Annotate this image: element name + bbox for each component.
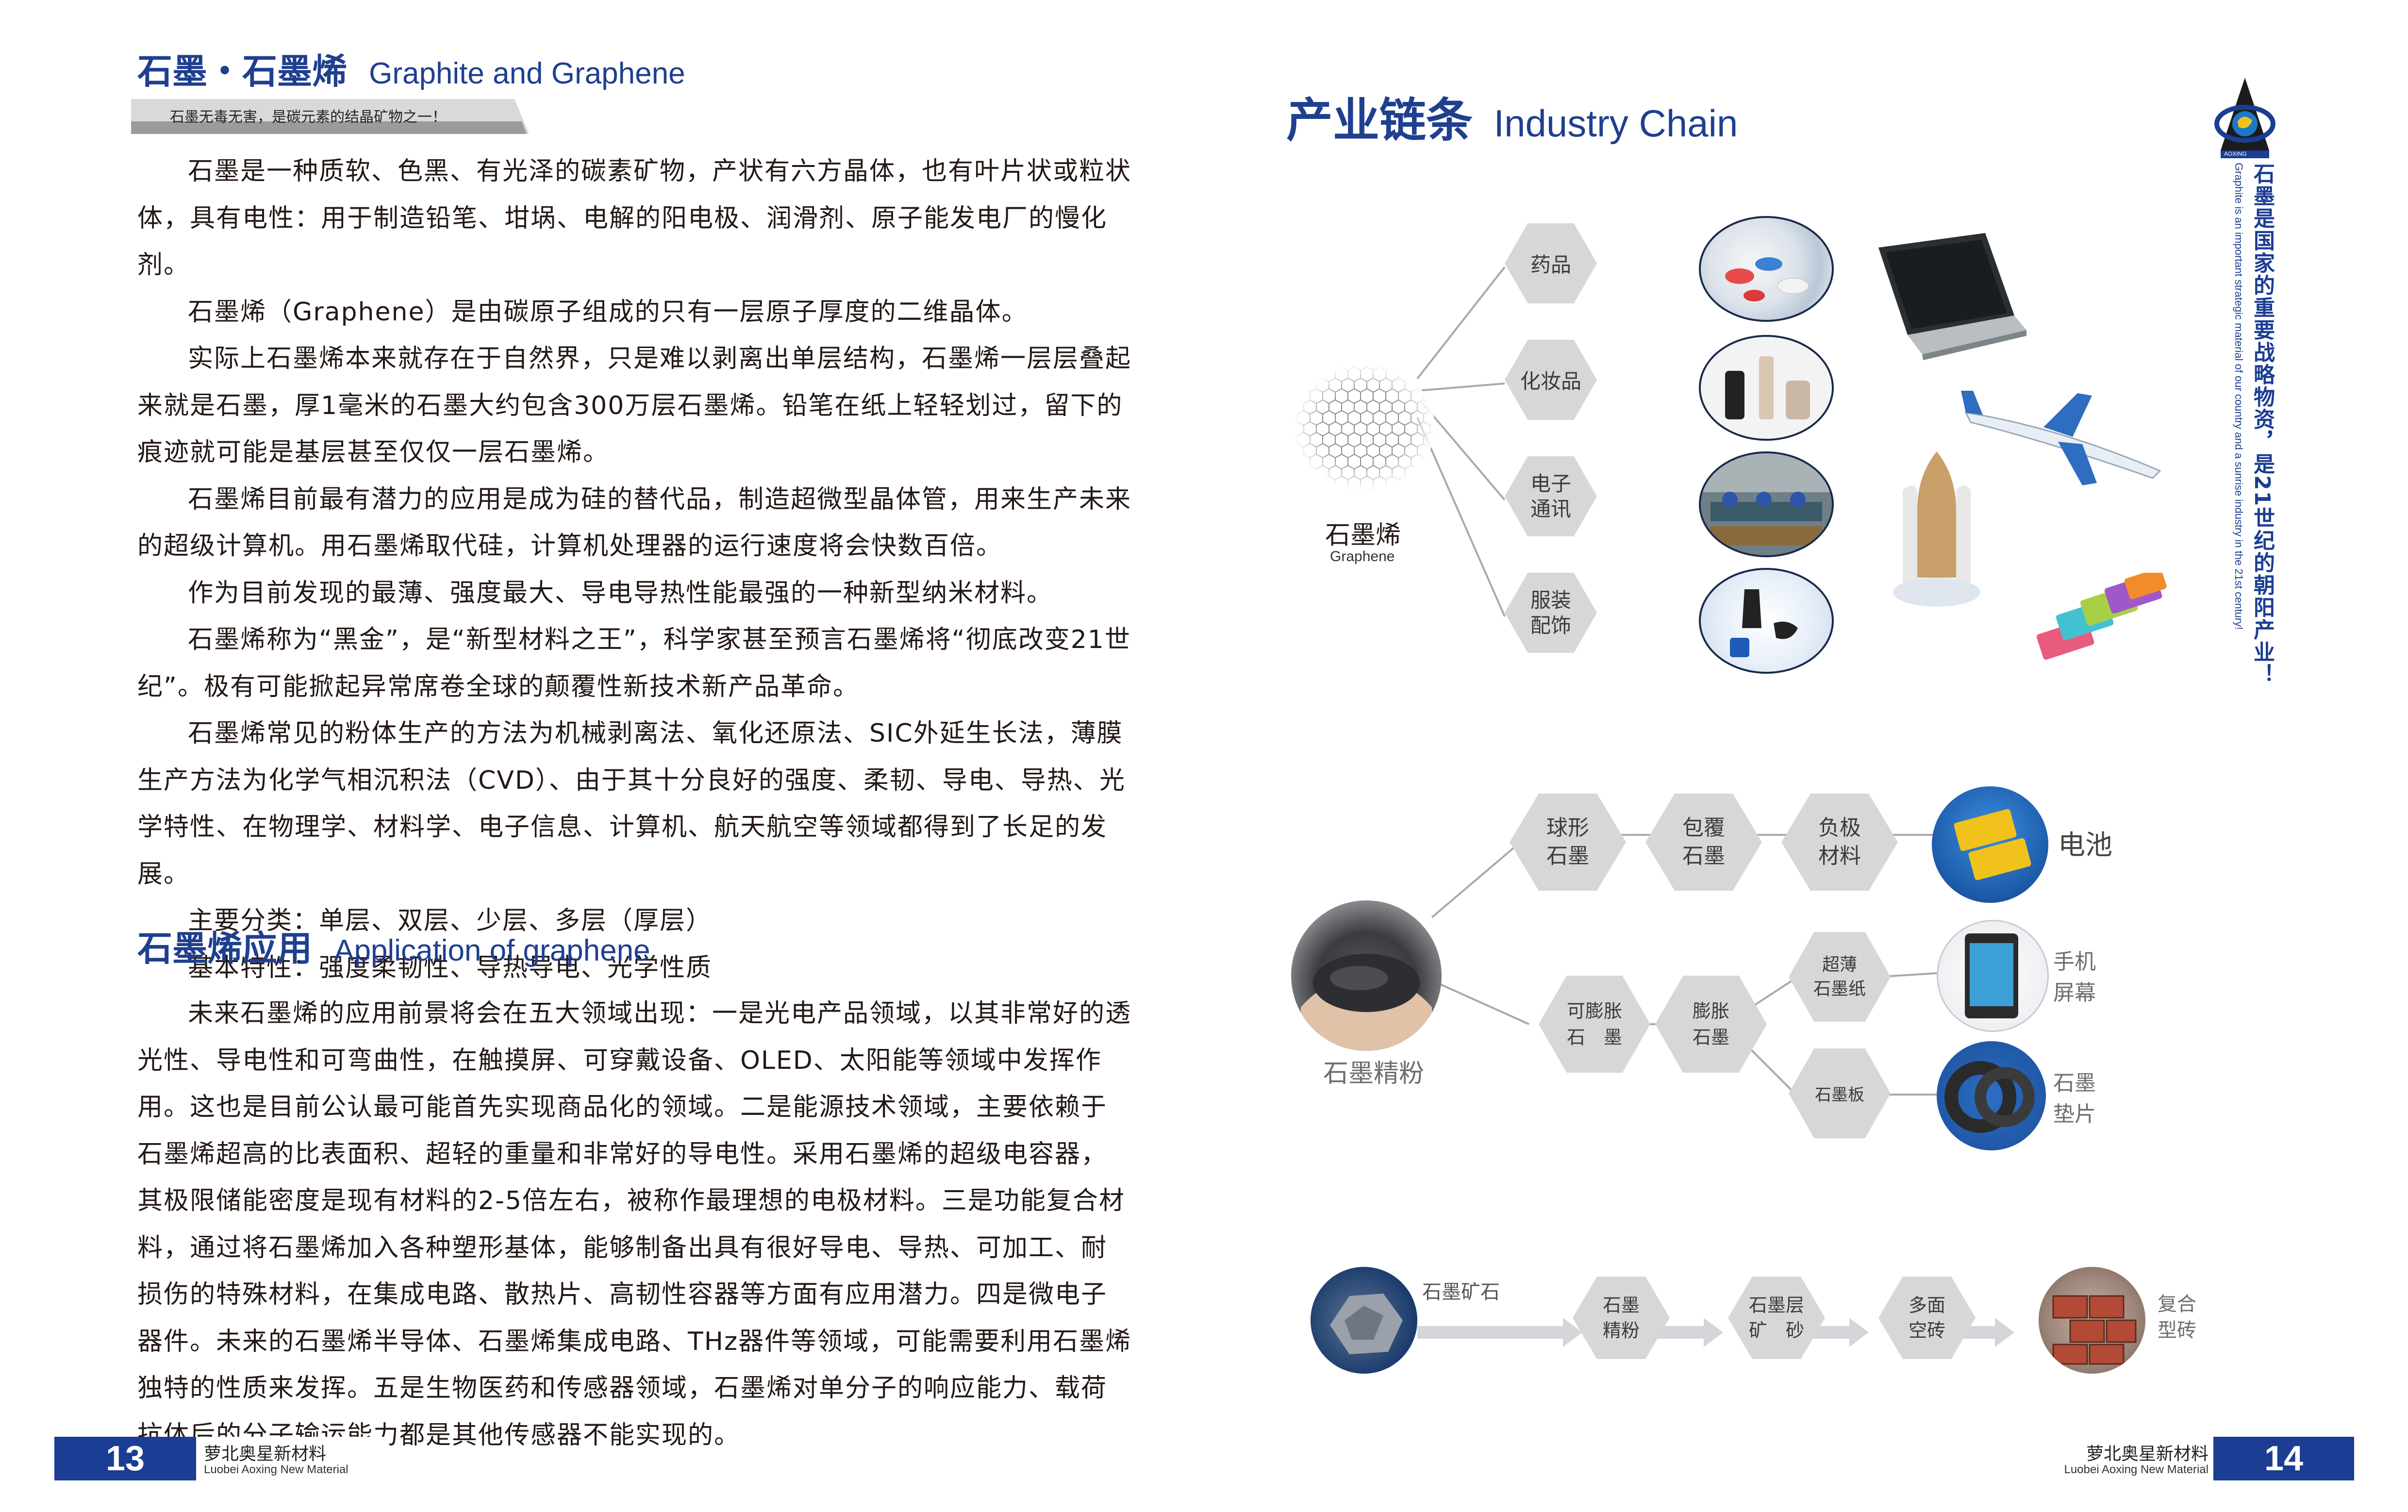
- section-title-graphite: 石墨・石墨烯 Graphite and Graphene: [137, 43, 685, 94]
- ore-rock-icon: [1330, 1294, 1403, 1354]
- graphene-lattice-icon: [1293, 364, 1435, 491]
- gasket-photo: [1937, 1041, 2046, 1150]
- shuttle-icon: [1893, 451, 1980, 607]
- tagline-text: 石墨无毒无害，是碳元素的结晶矿物之一！: [170, 109, 447, 126]
- ore-label: 石墨矿石: [1422, 1281, 1500, 1303]
- hex-medicine: 药品: [1505, 223, 1597, 303]
- battery-photo: [1932, 786, 2048, 903]
- clothing-icon: [1730, 589, 1798, 657]
- paragraph: 石墨烯目前最有潜力的应用是成为硅的替代品，制造超微型晶体管，用来生产未来的超级计…: [137, 484, 1132, 561]
- company-name-en: Luobei Aoxing New Material: [204, 1463, 349, 1476]
- section-title-en: Graphite and Graphene: [369, 57, 685, 90]
- graphene-label-cn: 石墨烯: [1325, 521, 1401, 550]
- battery-label: 电池: [2058, 830, 2112, 861]
- paragraph: 实际上石墨烯本来就存在于自然界，只是难以剥离出单层结构，石墨烯一层层叠起来就是石…: [137, 344, 1132, 467]
- paragraph: 石墨烯（Graphene）是由碳原子组成的只有一层原子厚度的二维晶体。: [188, 297, 1028, 327]
- paragraph: 石墨烯常见的粉体生产的方法为机械剥离法、氧化还原法、SIC外延生长法，薄膜生产方…: [137, 719, 1126, 889]
- phone-icon: [1965, 933, 2018, 1018]
- hex-cosmetics: 化妆品: [1505, 340, 1597, 420]
- company-name-en: Luobei Aoxing New Material: [2064, 1463, 2209, 1476]
- paragraph: 基本特性：强度柔韧性、导热导电、光学性质: [188, 953, 713, 982]
- application-paragraph: 未来石墨烯的应用前景将会在五大领域出现：一是光电产品领域，以其非常好的透光性、导…: [137, 990, 1132, 1459]
- industry-chain-title-en: Industry Chain: [1494, 102, 1738, 145]
- side-slogan-en: Graphite is an important strategic mater…: [2233, 163, 2245, 630]
- industry-chain-title: 产业链条 Industry Chain: [1286, 83, 1738, 150]
- page-number: 13: [105, 1439, 145, 1478]
- battery-icon: [1954, 809, 2031, 881]
- company-name-cn: 萝北奥星新材料: [2086, 1444, 2209, 1464]
- airplane-icon: [1961, 391, 2161, 485]
- gasket-label: 石墨 垫片: [2053, 1071, 2096, 1127]
- section-title-en: Application of graphene: [334, 934, 650, 967]
- paragraph: 未来石墨烯的应用前景将会在五大领域出现：一是光电产品领域，以其非常好的透光性、导…: [137, 999, 1132, 1450]
- tagline-bar: 石墨无毒无害，是碳元素的结晶矿物之一！: [131, 99, 529, 134]
- paragraph: 石墨是一种质软、色黑、有光泽的碳素矿物，产状有六方晶体，也有叶片状或粒状体，具有…: [137, 157, 1132, 280]
- logo-text: AOXING: [2224, 150, 2247, 157]
- company-logo: AOXING: [2213, 78, 2276, 160]
- hex-anode-material: 负极 材料: [1781, 794, 1898, 891]
- section-title-cn: 石墨烯应用: [137, 928, 313, 969]
- phone-screen-label: 手机 屏幕: [2053, 949, 2096, 1005]
- section-title-application: 石墨烯应用 Application of graphene: [137, 920, 650, 971]
- section-title-cn: 石墨・石墨烯: [137, 51, 348, 92]
- logo-icon: [2214, 78, 2275, 158]
- paragraph: 石墨烯称为“黑金”，是“新型材料之王”，科学家甚至预言石墨烯将“彻底改变21世纪…: [137, 625, 1131, 701]
- flake-powder-label: 石墨精粉: [1323, 1059, 1424, 1088]
- phone-photo: [1937, 920, 2049, 1032]
- intro-paragraphs: 石墨是一种质软、色黑、有光泽的碳素矿物，产状有六方晶体，也有叶片状或粒状体，具有…: [137, 148, 1132, 991]
- hex-electronics: 电子 通讯: [1505, 456, 1597, 536]
- flake-powder-photo: [1291, 900, 1442, 1051]
- factory-icon: [1701, 453, 1832, 546]
- footer-right: 萝北奥星新材料 Luobei Aoxing New Material 14: [2014, 1437, 2354, 1480]
- laptop-icon: [1878, 233, 2026, 360]
- paragraph: 主要分类：单层、双层、少层、多层（厚层）: [188, 906, 713, 935]
- brick-photo: [2039, 1267, 2145, 1374]
- laptop-image: [1869, 233, 2029, 369]
- airplane-image: [1961, 383, 2165, 490]
- cosmetics-icon: [1725, 356, 1810, 419]
- gasket-icon: [1944, 1061, 2035, 1133]
- pills-icon: [1725, 257, 1809, 301]
- page-number-block: [54, 1437, 196, 1480]
- brick-icon: [2052, 1295, 2137, 1365]
- graphene-connector-lines: [1416, 266, 1506, 617]
- apparel-photo: [1699, 568, 1834, 674]
- medicine-photo: [1699, 216, 1834, 322]
- power-bank-icon: [2036, 568, 2167, 660]
- space-shuttle-image: [1883, 451, 2000, 612]
- power-bank-image: [2029, 568, 2175, 675]
- industry-chain-title-cn: 产业链条: [1286, 93, 1473, 148]
- paragraph: 作为目前发现的最薄、强度最大、导电导热性能最强的一种新型纳米材料。: [188, 578, 1053, 608]
- hex-apparel: 服装 配饰: [1505, 573, 1597, 653]
- page-number: 14: [2264, 1439, 2304, 1478]
- footer-left: 13 萝北奥星新材料 Luobei Aoxing New Material: [54, 1437, 389, 1480]
- page-number-block: [2213, 1437, 2354, 1480]
- composite-brick-label: 复合 型砖: [2158, 1293, 2196, 1342]
- side-slogan-cn: 石墨是国家的重要战略物资，是21世纪的朝阳产业！: [2250, 163, 2275, 686]
- electronics-photo: [1699, 451, 1834, 557]
- hex-coated-graphite: 包覆 石墨: [1645, 794, 1762, 891]
- hex-spherical-graphite: 球形 石墨: [1510, 794, 1626, 891]
- cosmetics-photo: [1699, 335, 1834, 441]
- hands-powder-icon: [1301, 954, 1432, 1051]
- graphene-lattice-image: [1291, 354, 1437, 500]
- company-name-cn: 萝北奥星新材料: [204, 1444, 327, 1464]
- graphene-label-en: Graphene: [1330, 548, 1395, 565]
- ore-photo: [1311, 1267, 1417, 1374]
